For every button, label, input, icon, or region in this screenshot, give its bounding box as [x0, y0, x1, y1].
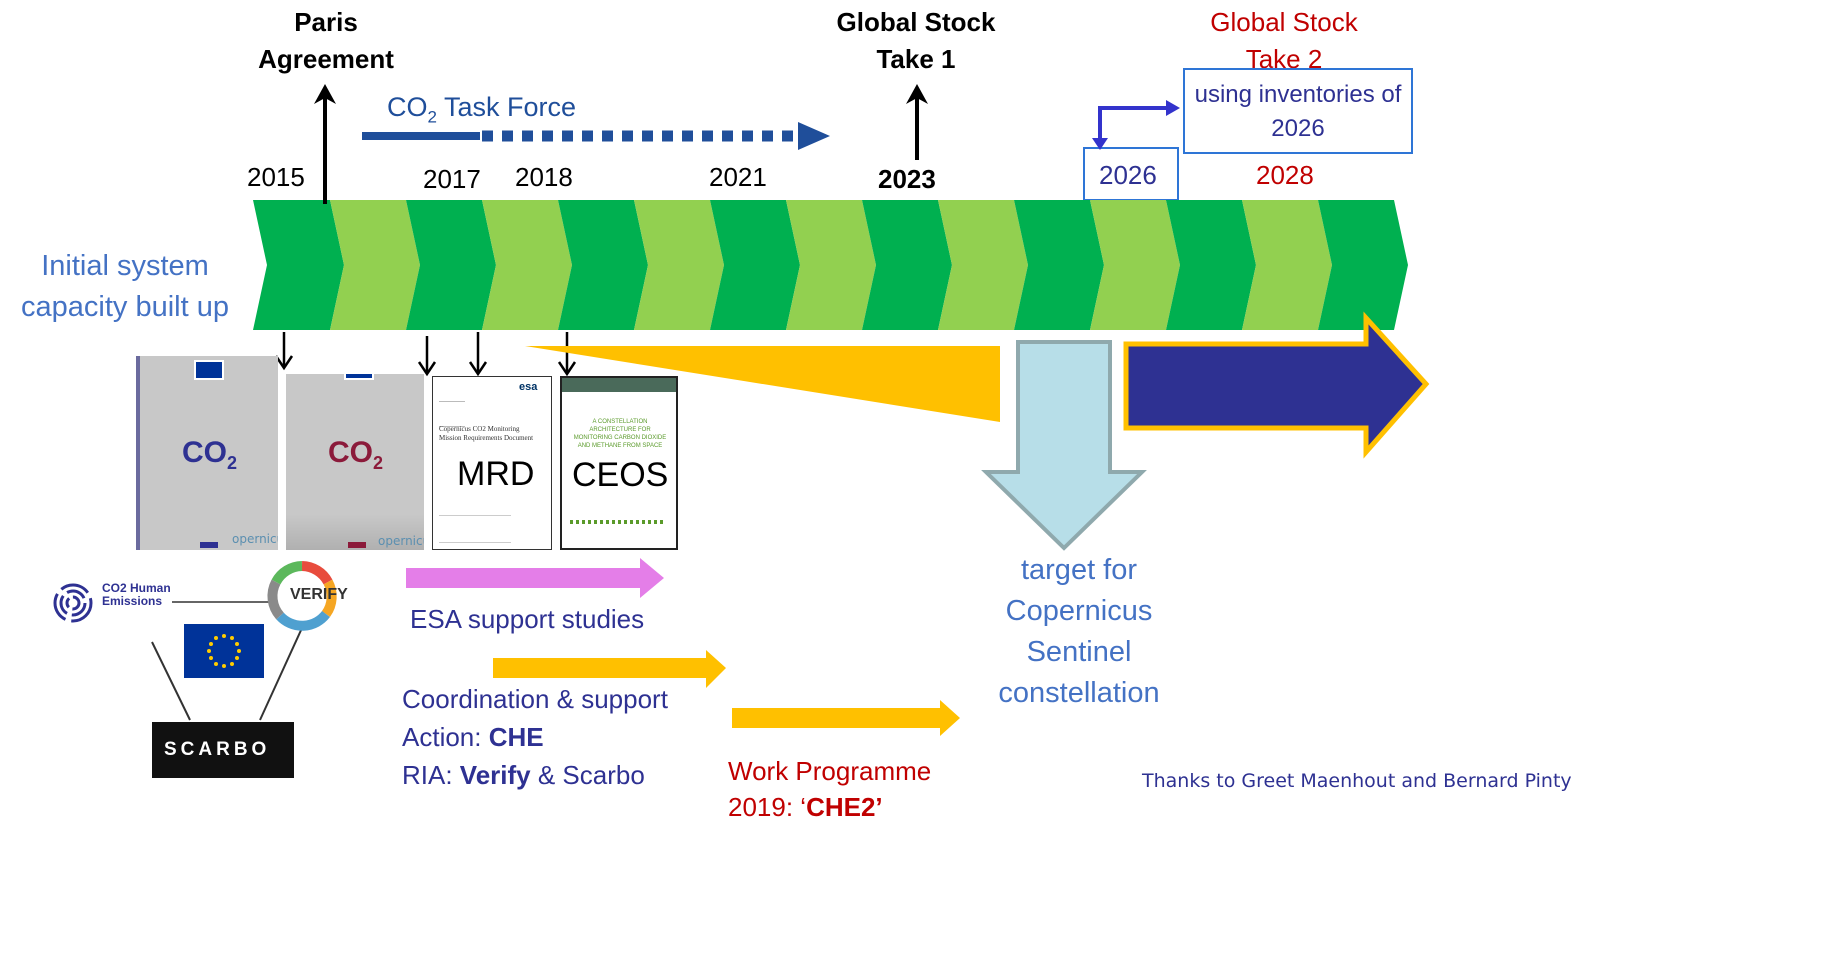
chevron-15 — [1318, 200, 1408, 330]
gst2-connector — [1098, 106, 1168, 142]
gst2-connector-arrowhead-right — [1166, 100, 1180, 116]
mrd-document: esa Copernicus CO2 Monitoring Mission Re… — [432, 376, 552, 550]
scarbo-logo: SCARBO — [152, 722, 294, 778]
co2-document-a: CO2 opernicus — [136, 356, 278, 550]
target-label: target for Copernicus Sentinel constella… — [998, 554, 1160, 709]
copernicus-logo: opernicus — [378, 534, 424, 548]
pink-arrow — [406, 558, 664, 598]
chevron-7 — [710, 200, 800, 330]
copernicus-logo: opernicus — [232, 532, 278, 546]
chevron-12 — [1090, 200, 1180, 330]
gst2-note-text: using inventories of 2026 — [1194, 81, 1402, 142]
verify-logo: VERIFY — [266, 560, 366, 632]
year-2028: 2028 — [1256, 160, 1314, 190]
gst2-note-box — [1183, 68, 1413, 154]
eu-flag-icon — [184, 624, 264, 678]
ceos-document: A CONSTELLATION ARCHITECTURE FOR MONITOR… — [560, 376, 678, 550]
verify-ring-icon — [267, 561, 337, 631]
chevron-11 — [1014, 200, 1104, 330]
eu-flag-icon — [344, 374, 374, 380]
year-2023: 2023 — [878, 164, 936, 194]
year-2026: 2026 — [1099, 160, 1157, 190]
teal-down-arrow — [981, 340, 1147, 551]
coordination-support-line3: RIA: Verify & Scarbo — [402, 760, 645, 790]
eu-flag-icon — [194, 360, 224, 380]
yellow-arrow-2 — [732, 700, 960, 736]
global-stock-take-1-label: Global Stock Take 1 — [836, 7, 996, 74]
credit-label: Thanks to Greet Maenhout and Bernard Pin… — [1142, 770, 1572, 792]
che-logo: CO2 Human Emissions — [52, 582, 176, 626]
work-programme-line1: Work Programme — [728, 756, 932, 786]
year-2017: 2017 — [423, 164, 481, 194]
year-2018: 2018 — [515, 162, 573, 192]
chevron-1 — [253, 200, 344, 330]
co2-document-b: CO2 opernicus — [286, 374, 424, 550]
paris-arrowhead — [314, 84, 336, 104]
esa-logo: esa — [519, 381, 538, 393]
coordination-support-line1: Coordination & support — [402, 684, 668, 714]
initial-capacity-label: Initial system capacity built up — [21, 250, 229, 323]
esa-support-studies-label: ESA support studies — [410, 604, 645, 634]
global-stock-take-2-label: Global Stock Take 2 — [1210, 7, 1358, 74]
navy-right-arrow — [1123, 311, 1430, 459]
chevron-5 — [558, 200, 648, 330]
year-2021: 2021 — [709, 162, 767, 192]
chevron-8 — [786, 200, 876, 330]
chevron-2 — [330, 200, 420, 330]
chevron-3 — [406, 200, 496, 330]
fingerprint-icon — [53, 583, 93, 623]
work-programme-line2: 2019: ‘CHE2’ — [728, 792, 883, 822]
document-pointer-arrows — [274, 332, 577, 377]
task-force-arrowhead — [798, 122, 830, 150]
chevron-10 — [938, 200, 1028, 330]
chevron-4 — [482, 200, 572, 330]
gst1-arrowhead — [906, 84, 928, 104]
yellow-arrow-1 — [493, 650, 726, 688]
chevron-timeline — [253, 200, 1408, 330]
gst2-connector-arrowhead-down — [1092, 138, 1108, 150]
chevron-13 — [1166, 200, 1256, 330]
chevron-9 — [862, 200, 952, 330]
yellow-wedge — [525, 346, 1000, 422]
year-2015: 2015 — [247, 162, 305, 192]
paris-agreement-label: Paris Agreement — [258, 7, 394, 74]
coordination-support-line2: Action: CHE — [402, 722, 544, 752]
chevron-6 — [634, 200, 724, 330]
chevron-14 — [1242, 200, 1332, 330]
co2-task-force-label: CO2 Task Force — [387, 92, 577, 127]
